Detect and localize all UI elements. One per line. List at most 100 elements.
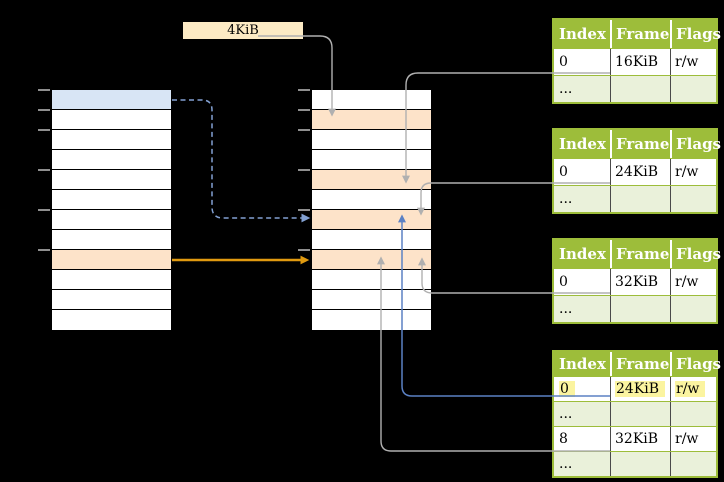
header-cell-frame: Frame (610, 240, 670, 268)
page-size-label: 4KiB (183, 22, 303, 39)
address-tick-4kib (298, 109, 310, 111)
page-table-row: ... (554, 295, 716, 322)
memory-cell (52, 230, 171, 250)
cell-value: ... (559, 456, 573, 472)
address-tick-16kib (38, 169, 50, 171)
memory-cell (52, 310, 171, 330)
memory-cell (312, 90, 431, 110)
memory-cell (52, 110, 171, 130)
page-table-cell: r/w (670, 427, 716, 451)
header-cell-index: Index (559, 25, 606, 43)
memory-cell (52, 210, 171, 230)
cell-value: r/w (675, 274, 699, 290)
memory-cell (52, 270, 171, 290)
header-cell-index: Index (559, 355, 606, 373)
page-table-cell: 24KiB (610, 159, 670, 185)
header-cell-flags: Flags (670, 352, 721, 376)
page-table-cell (610, 76, 670, 102)
address-tick-32kib (38, 249, 50, 251)
memory-cell-orange (312, 170, 431, 190)
page-table-cell (670, 402, 716, 426)
page-table-cell: ... (554, 296, 610, 322)
address-tick-8kib (38, 129, 50, 131)
page-table-cell (670, 76, 716, 102)
memory-cell-orange (52, 250, 171, 270)
page-table-cell: 16KiB (610, 49, 670, 75)
page-table-cell: 24KiB (610, 377, 670, 401)
page-table-row: 0 16KiB r/w (554, 48, 716, 75)
address-tick-32kib (298, 249, 310, 251)
memory-cell (312, 230, 431, 250)
memory-cell (52, 170, 171, 190)
page-table-cell: 32KiB (610, 427, 670, 451)
page-table-cell: ... (554, 452, 610, 476)
highlighted-value: r/w (675, 381, 706, 397)
page-table-row: ... (554, 185, 716, 212)
header-cell-frame: Frame (610, 352, 670, 376)
memory-cell-orange (312, 110, 431, 130)
memory-cell (312, 190, 431, 210)
page-table-cell (610, 452, 670, 476)
memory-cell-blue (52, 90, 171, 110)
physical-memory-column (311, 89, 432, 331)
page-table-row: ... (554, 451, 716, 476)
page-table-cell: r/w (670, 269, 716, 295)
page-table-row: 0 24KiB r/w (554, 376, 716, 401)
header-cell-index: Index (559, 135, 606, 153)
cell-value: 32KiB (615, 274, 659, 290)
cell-value: ... (559, 301, 573, 317)
page-table-row: ... (554, 401, 716, 426)
page-table-cell: 0 (554, 377, 610, 401)
page-table-cell: ... (554, 186, 610, 212)
page-table-cell: r/w (670, 377, 716, 401)
header-cell-frame: Frame (610, 20, 670, 48)
cell-value: 8 (559, 431, 568, 447)
page-table-cell: 0 (554, 49, 610, 75)
page-table-cell: ... (554, 402, 610, 426)
address-tick-24kib (38, 209, 50, 211)
address-tick-0kib (38, 89, 50, 91)
memory-cell (52, 130, 171, 150)
cell-value: 0 (559, 54, 568, 70)
page-table-cell: 0 (554, 269, 610, 295)
cell-value: 24KiB (615, 164, 659, 180)
memory-cell (52, 290, 171, 310)
cell-value: r/w (675, 54, 699, 70)
header-cell-flags: Flags (670, 240, 721, 268)
memory-cell (312, 150, 431, 170)
page-table-row: 0 32KiB r/w (554, 268, 716, 295)
page-table-cell: 0 (554, 159, 610, 185)
address-tick-24kib (298, 209, 310, 211)
page-table-cell (610, 186, 670, 212)
address-tick-0kib (298, 89, 310, 91)
cell-value: 16KiB (615, 54, 659, 70)
page-table-cell: 32KiB (610, 269, 670, 295)
address-tick-4kib (38, 109, 50, 111)
page-table-cell: r/w (670, 159, 716, 185)
page-table-cell (610, 402, 670, 426)
page-table-row: ... (554, 75, 716, 102)
page-table-cell: r/w (670, 49, 716, 75)
memory-cell (52, 150, 171, 170)
cell-value: 0 (559, 274, 568, 290)
header-cell-flags: Flags (670, 130, 721, 158)
header-cell-flags: Flags (670, 20, 721, 48)
arrow-virtual-blue-page-to-frame (172, 99, 311, 223)
header-cell-frame: Frame (610, 130, 670, 158)
virtual-memory-column (51, 89, 172, 331)
address-tick-16kib (298, 169, 310, 171)
cell-value: ... (559, 81, 573, 97)
highlighted-value: 0 (559, 381, 575, 397)
highlighted-value: 24KiB (615, 381, 666, 397)
page-table-cell (670, 296, 716, 322)
address-tick-8kib (298, 129, 310, 131)
page-table-cell (670, 452, 716, 476)
